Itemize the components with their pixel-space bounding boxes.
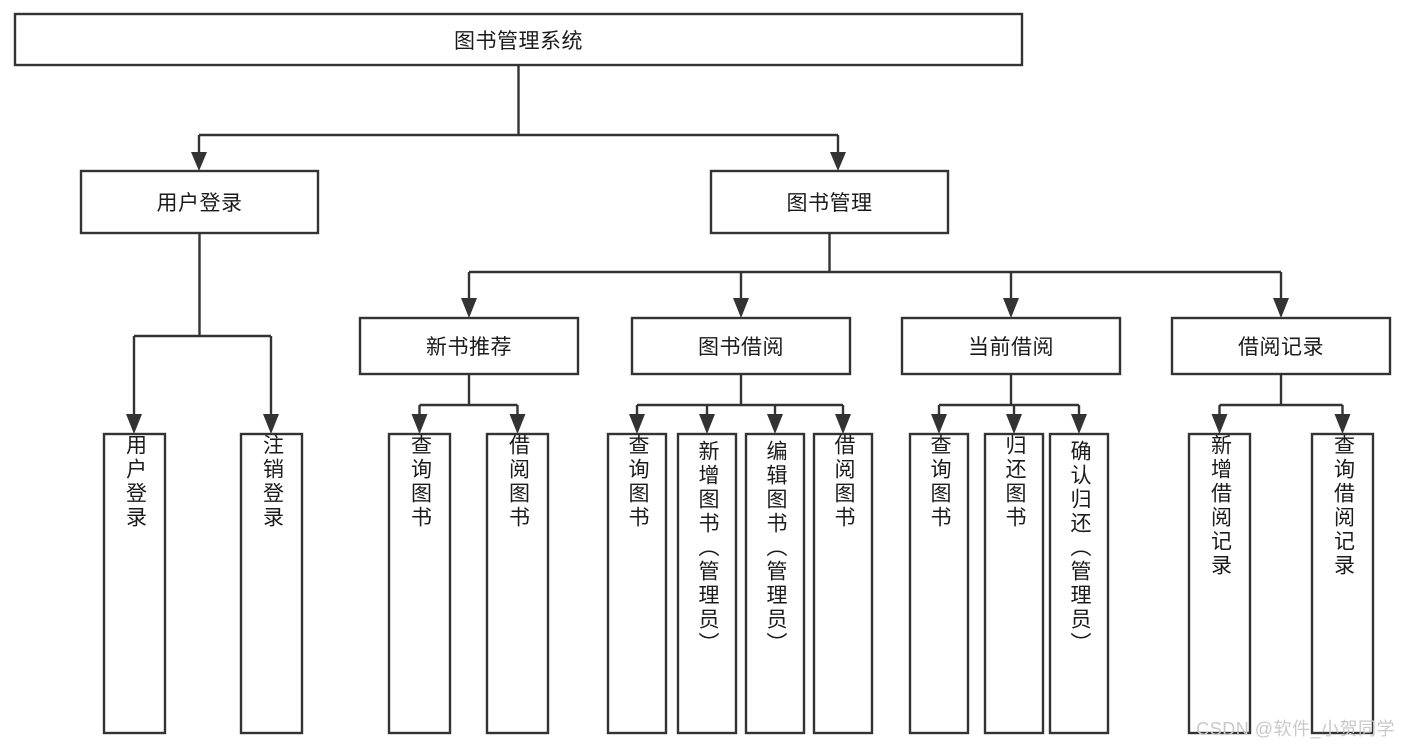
connector-borrowrecord-to-leaves <box>1211 374 1351 434</box>
node-box-leaf-query-book-2[interactable] <box>606 432 668 735</box>
node-box-title[interactable] <box>13 12 1024 67</box>
node-box-book-borrow[interactable] <box>630 316 852 376</box>
node-box-leaf-return-book[interactable] <box>983 432 1045 735</box>
node-box-leaf-query-book-3[interactable] <box>908 432 970 735</box>
node-box-leaf-logout[interactable] <box>239 432 304 735</box>
node-box-leaf-query-book-1[interactable] <box>387 432 452 735</box>
node-box-leaf-edit-book-admin[interactable] <box>744 432 806 735</box>
node-box-leaf-confirm-return-admin[interactable] <box>1048 432 1110 735</box>
connector-bookborrow-to-leaves <box>629 374 851 434</box>
node-box-borrow-record[interactable] <box>1170 316 1392 376</box>
connector-root-to-level1 <box>191 65 846 171</box>
node-box-leaf-borrow-book-2[interactable] <box>812 432 874 735</box>
node-box-new-book-recommend[interactable] <box>358 316 580 376</box>
node-box-leaf-query-borrow-record[interactable] <box>1310 432 1375 735</box>
node-box-user-login[interactable] <box>79 169 320 235</box>
connector-userlogin-to-leaves <box>126 233 279 434</box>
node-box-book-management[interactable] <box>709 169 950 235</box>
node-box-leaf-borrow-book-1[interactable] <box>485 432 550 735</box>
connector-newbook-to-leaves <box>411 374 526 434</box>
watermark-text: CSDN @软件_小贺同学 <box>1196 719 1395 739</box>
node-box-leaf-add-book-admin[interactable] <box>676 432 738 735</box>
connector-currentborrow-to-leaves <box>931 374 1087 434</box>
connector-bookmgmt-to-level2 <box>461 233 1289 318</box>
node-box-leaf-user-login[interactable] <box>102 432 167 735</box>
node-box-current-borrow[interactable] <box>900 316 1122 376</box>
node-box-leaf-add-borrow-record[interactable] <box>1187 432 1252 735</box>
